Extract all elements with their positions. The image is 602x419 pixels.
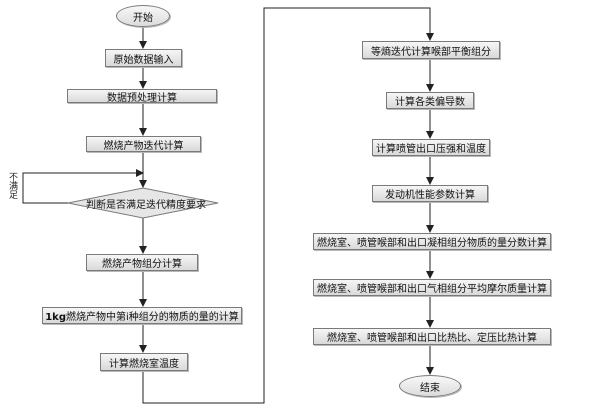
preprocess-step: 数据预处理计算: [67, 89, 217, 104]
partial-derivatives-label: 计算各类偏导数: [395, 97, 465, 108]
composition-step-label: 燃烧产物组分计算: [102, 259, 182, 270]
composition-step: 燃烧产物组分计算: [86, 254, 198, 271]
condensed-fraction-label: 燃烧室、喷管喉部和出口凝相组分物质的量分数计算: [317, 238, 547, 249]
mole-amount-label: 1kg燃烧产物中第i种组分的物质的量的计算: [45, 308, 239, 323]
start-node: 开始: [116, 5, 170, 27]
engine-performance-label: 发动机性能参数计算: [385, 190, 475, 201]
nozzle-exit-label: 计算喷管出口压强和温度: [376, 144, 486, 155]
decision-label: 判断是否满足迭代精度要求: [86, 200, 206, 211]
decision-diamond: [67, 187, 219, 219]
specific-heat-label: 燃烧室、喷管喉部和出口比热比、定压比热计算: [327, 333, 537, 344]
arrow-loop-not-satisfied: [22, 169, 144, 204]
input-step: 原始数据输入: [105, 49, 182, 67]
arrow-temp-to-isentropic: [142, 7, 434, 404]
end-label: 结束: [420, 382, 440, 394]
partial-derivatives-step: 计算各类偏导数: [386, 92, 474, 109]
chamber-temperature-step: 计算燃烧室温度: [100, 353, 188, 371]
chamber-temperature-label: 计算燃烧室温度: [109, 358, 179, 370]
combustion-iteration-step: 燃烧产物迭代计算: [86, 136, 201, 152]
end-node: 结束: [399, 375, 461, 397]
preprocess-step-label: 数据预处理计算: [107, 92, 177, 104]
molar-mass-step: 燃烧室、喷管喉部和出口气相组分平均摩尔质量计算: [313, 279, 551, 296]
condensed-fraction-step: 燃烧室、喷管喉部和出口凝相组分物质的量分数计算: [313, 233, 551, 250]
combustion-iteration-label: 燃烧产物迭代计算: [103, 140, 184, 152]
molar-mass-label: 燃烧室、喷管喉部和出口气相组分平均摩尔质量计算: [317, 284, 547, 295]
engine-performance-step: 发动机性能参数计算: [372, 185, 488, 202]
mole-amount-text: 燃烧产物中第i种组分的物质的量的计算: [66, 312, 239, 323]
isentropic-iteration-label: 等熵迭代计算喉部平衡组分: [371, 46, 491, 58]
input-step-label: 原始数据输入: [113, 54, 174, 66]
mole-amount-step: 1kg燃烧产物中第i种组分的物质的量的计算: [42, 307, 242, 324]
specific-heat-step: 燃烧室、喷管喉部和出口比热比、定压比热计算: [313, 328, 551, 345]
not-satisfied-label: 不满足: [7, 172, 17, 199]
nozzle-exit-step: 计算喷管出口压强和温度: [372, 139, 490, 156]
start-label: 开始: [133, 12, 153, 24]
isentropic-iteration-step: 等熵迭代计算喉部平衡组分: [362, 41, 500, 59]
mole-amount-prefix: 1kg: [45, 312, 66, 323]
